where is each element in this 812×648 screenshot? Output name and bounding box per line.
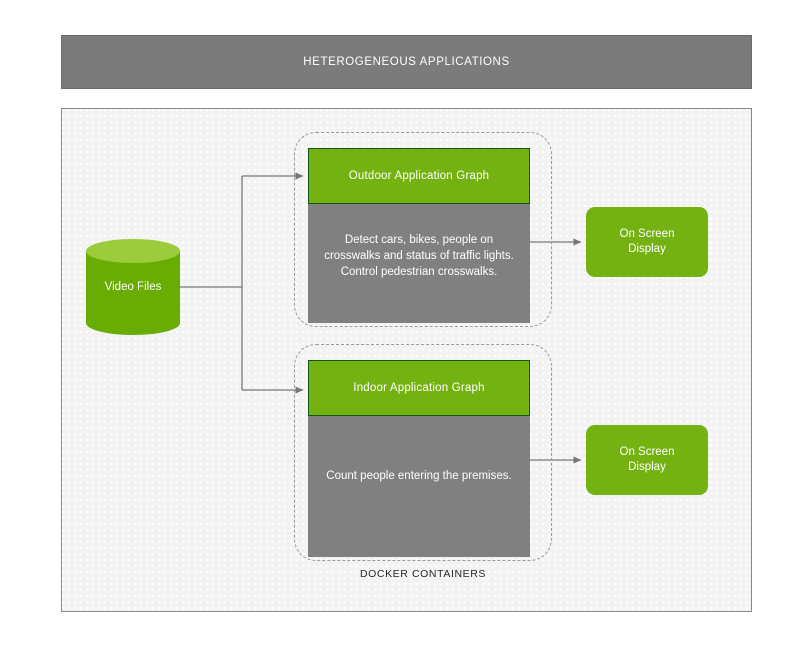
docker-container-indoor (294, 344, 552, 561)
indoor-application-body: Count people entering the premises. (308, 416, 530, 557)
outdoor-application-node[interactable]: Outdoor Application Graph Detect cars, b… (308, 148, 530, 323)
video-files-datastore[interactable]: Video Files (86, 239, 180, 335)
indoor-application-node[interactable]: Indoor Application Graph Count people en… (308, 360, 530, 557)
page-title: HETEROGENEOUS APPLICATIONS (303, 56, 510, 68)
cylinder-top-ellipse (86, 239, 180, 263)
heterogeneous-applications-title-bar: HETEROGENEOUS APPLICATIONS (61, 35, 752, 89)
osd-outdoor-line1: On Screen (619, 228, 675, 240)
outdoor-application-description: Detect cars, bikes, people on crosswalks… (324, 234, 514, 278)
docker-containers-caption: DOCKER CONTAINERS (359, 568, 487, 580)
outdoor-application-graph-header: Outdoor Application Graph (308, 148, 530, 204)
docker-container-outdoor (294, 132, 552, 327)
indoor-application-description: Count people entering the premises. (326, 470, 512, 482)
outdoor-application-body: Detect cars, bikes, people on crosswalks… (308, 204, 530, 323)
video-files-label: Video Files (104, 281, 162, 293)
indoor-application-graph-header: Indoor Application Graph (308, 360, 530, 416)
osd-indoor-line1: On Screen (619, 446, 675, 458)
on-screen-display-indoor[interactable]: On Screen Display (586, 425, 708, 495)
osd-indoor-label: On Screen Display (620, 445, 675, 475)
osd-outdoor-label: On Screen Display (620, 227, 675, 257)
diagram-canvas: Video Files Outdoor Application Graph De… (61, 108, 752, 612)
cylinder-bottom-ellipse (86, 311, 180, 335)
osd-indoor-line2: Display (628, 461, 666, 473)
osd-outdoor-line2: Display (628, 243, 666, 255)
on-screen-display-outdoor[interactable]: On Screen Display (586, 207, 708, 277)
